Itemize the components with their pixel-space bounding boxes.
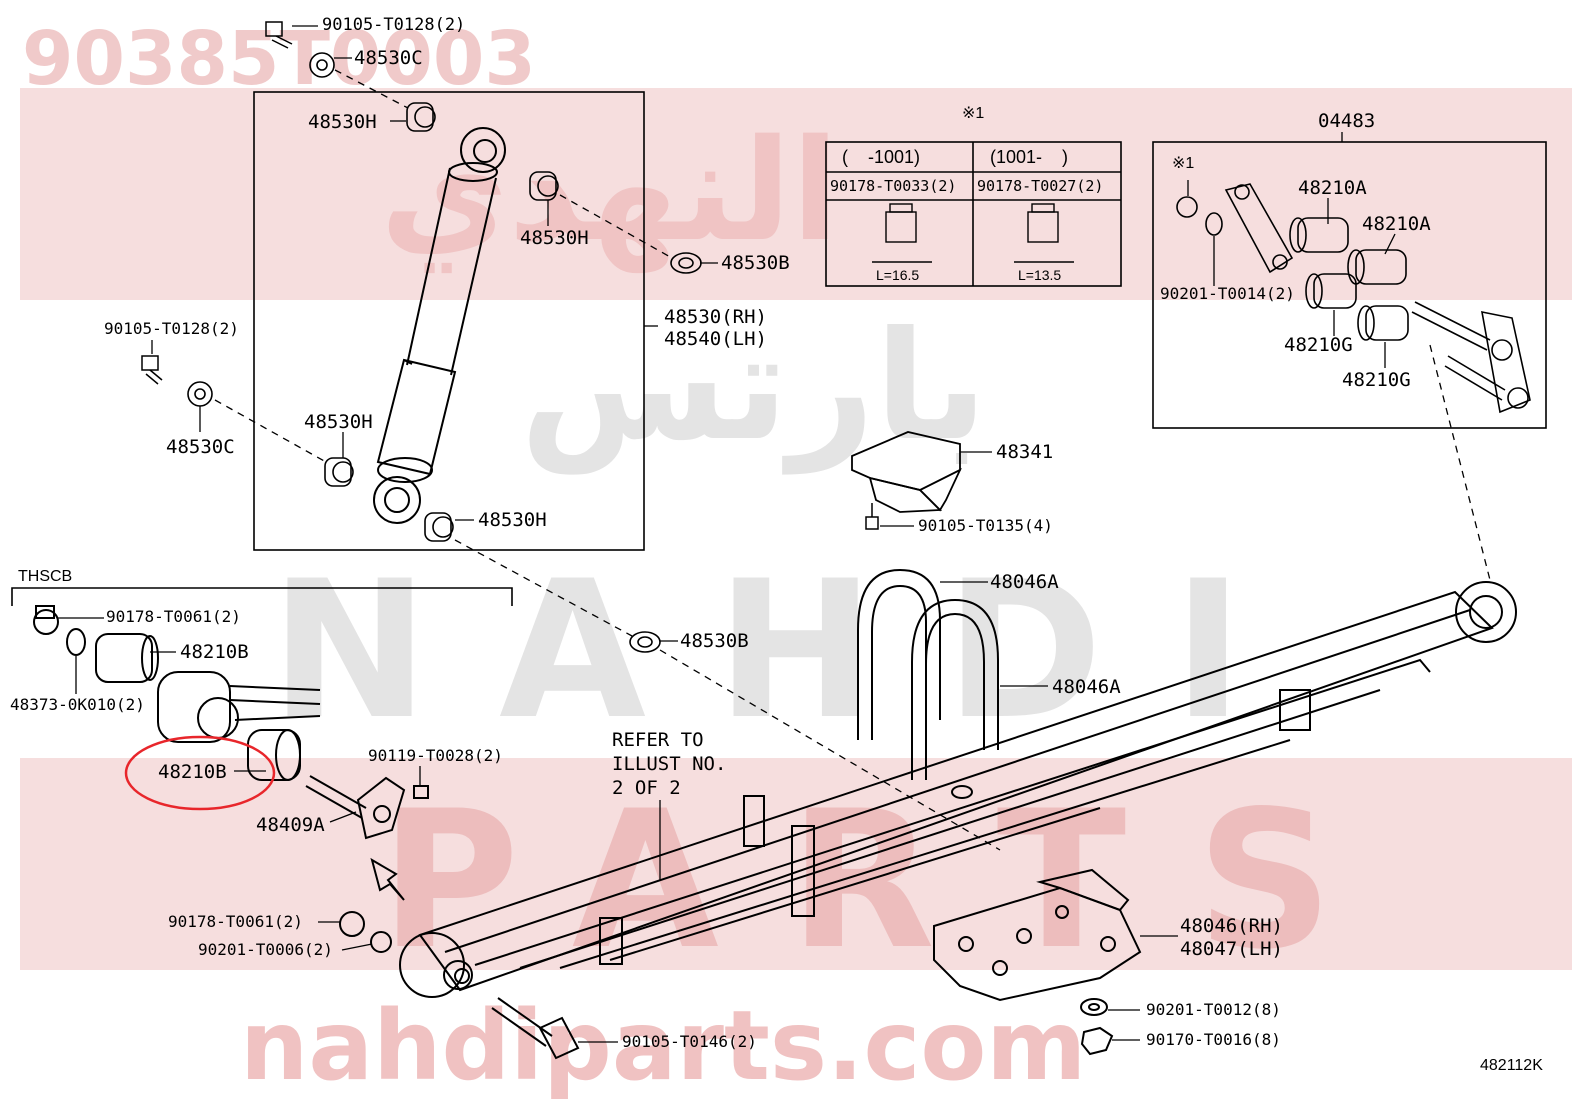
part-label[interactable]: 90105-T0135(4): [918, 516, 1053, 535]
watermark-arabic-mid: بارتس: [520, 300, 988, 474]
watermark-band-bottom: [20, 758, 1572, 970]
part-label[interactable]: 48341: [996, 441, 1054, 463]
table-col1-length: L=16.5: [876, 267, 920, 283]
watermark-brand-sub: PARTS: [380, 770, 1404, 991]
kit-note: ※1: [1172, 155, 1195, 172]
diagram-code: 482112K: [1480, 1057, 1543, 1074]
part-label[interactable]: 48409A: [256, 814, 325, 836]
part-label[interactable]: 48210B: [158, 761, 227, 783]
part-label[interactable]: 48530H: [520, 227, 589, 249]
part-label[interactable]: 48046A: [1052, 676, 1121, 698]
part-label[interactable]: 48210A: [1298, 177, 1367, 199]
watermark-brand: NAHDI: [270, 540, 1314, 761]
shock-absorber-group-box: [253, 91, 645, 551]
highlight-circle: [124, 735, 276, 811]
table-col2-length: L=13.5: [1018, 267, 1062, 283]
part-label[interactable]: 48047(LH): [1180, 938, 1283, 960]
part-label[interactable]: 48530B: [721, 252, 790, 274]
watermark-part-number: 90385T0003: [22, 16, 536, 102]
part-label[interactable]: 90119-T0028(2): [368, 746, 503, 765]
part-label[interactable]: 48540(LH): [664, 328, 767, 350]
part-label[interactable]: 90178-T0061(2): [106, 607, 241, 626]
part-label[interactable]: 48373-0K010(2): [10, 695, 145, 714]
part-label[interactable]: 90201-T0014(2): [1160, 284, 1295, 303]
part-label[interactable]: 48210G: [1342, 369, 1411, 391]
part-label[interactable]: 90105-T0128(2): [322, 15, 466, 35]
part-label[interactable]: 48210B: [180, 641, 249, 663]
shock-absorber: [373, 127, 506, 524]
part-label[interactable]: 48210G: [1284, 334, 1353, 356]
note-refer-line: REFER TO: [612, 729, 704, 751]
part-label[interactable]: 48530B: [680, 630, 749, 652]
table-col1-part[interactable]: 90178-T0033(2): [830, 177, 957, 195]
part-label[interactable]: 48530H: [304, 411, 373, 433]
part-label[interactable]: 90105-T0146(2): [622, 1032, 757, 1051]
part-label[interactable]: 48530H: [308, 111, 377, 133]
part-label[interactable]: 90170-T0016(8): [1146, 1030, 1281, 1049]
note-refer-line: 2 OF 2: [612, 777, 681, 799]
table-col2-part[interactable]: 90178-T0027(2): [977, 177, 1104, 195]
table-col2-header: (1001- ): [990, 147, 1069, 167]
part-label[interactable]: 90201-T0012(8): [1146, 1000, 1281, 1019]
table-col1-header: ( -1001): [842, 147, 921, 167]
part-label[interactable]: 48530C: [354, 47, 423, 69]
kit-number[interactable]: 04483: [1318, 110, 1376, 132]
thscb-bracket: [11, 587, 513, 606]
section-label: THSCB: [18, 568, 73, 585]
watermark-arabic-top: النهدي: [380, 110, 840, 273]
part-label[interactable]: 48530C: [166, 436, 235, 458]
table-note: ※1: [962, 105, 985, 122]
part-label[interactable]: 48046A: [990, 571, 1059, 593]
watermark-url: nahdiparts.com: [240, 990, 1087, 1102]
part-label[interactable]: 90178-T0061(2): [168, 912, 303, 931]
kit-group-box: [1152, 141, 1547, 429]
part-label[interactable]: 90201-T0006(2): [198, 940, 333, 959]
part-label[interactable]: 48530H: [478, 509, 547, 531]
watermark-band-top: [20, 88, 1572, 300]
part-label[interactable]: 90105-T0128(2): [104, 319, 239, 338]
part-label[interactable]: 48530(RH): [664, 306, 767, 328]
part-label[interactable]: 48210A: [1362, 213, 1431, 235]
note-refer-line: ILLUST NO.: [612, 753, 727, 775]
part-label[interactable]: 48046(RH): [1180, 915, 1283, 937]
leaf-spring: [399, 581, 1517, 998]
